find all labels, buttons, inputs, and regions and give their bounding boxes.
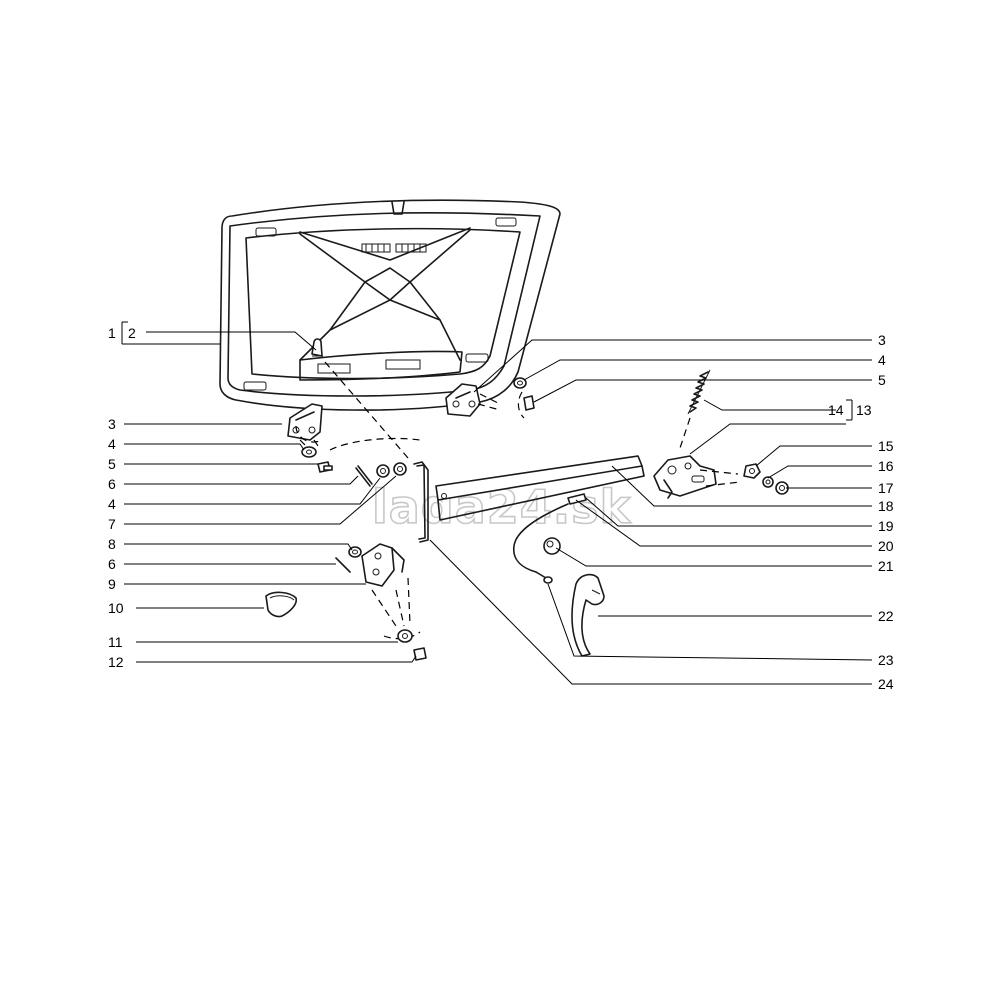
callout-20: 20 [878, 538, 894, 554]
nut-icon [743, 463, 761, 479]
callout-16: 16 [878, 458, 894, 474]
callout-2: 2 [128, 325, 136, 341]
rubber-pad-icon [265, 591, 298, 618]
callout-19: 19 [878, 518, 894, 534]
callout-18: 18 [878, 498, 894, 514]
washer-icon [762, 476, 789, 495]
callout-8: 8 [108, 536, 116, 552]
callout-14: 14 [828, 402, 844, 418]
bolt-icon [413, 647, 427, 661]
callout-7: 7 [108, 516, 116, 532]
washer-icon [397, 629, 413, 643]
washer-icon [513, 377, 527, 389]
hood-panel-icon [219, 199, 561, 411]
hinge-icon [287, 403, 323, 441]
support-rod-icon [413, 461, 429, 543]
callout-13: 13 [856, 402, 872, 418]
callout-4-left-second: 4 [108, 496, 116, 512]
spring-icon [687, 369, 711, 415]
callout-23: 23 [878, 652, 894, 668]
hood-lock-icon [653, 455, 717, 499]
washer-icon [376, 462, 407, 478]
bump-stop-icon [311, 338, 323, 357]
callout-3-left: 3 [108, 416, 116, 432]
callout-4-right: 4 [878, 352, 886, 368]
release-handle-icon [571, 573, 605, 657]
pin-icon [355, 465, 373, 487]
callout-22: 22 [878, 608, 894, 624]
callout-24: 24 [878, 676, 894, 692]
callout-5-left: 5 [108, 456, 116, 472]
callout-15: 15 [878, 438, 894, 454]
callout-11: 11 [108, 634, 123, 650]
rod-bracket-icon [361, 543, 405, 587]
callout-3-right: 3 [878, 332, 886, 348]
callout-12: 12 [108, 654, 124, 670]
release-cable-icon [512, 493, 587, 584]
knob-icon [543, 537, 561, 555]
callout-6-left-second: 6 [108, 556, 116, 572]
callout-1: 1 [108, 325, 116, 341]
callout-17: 17 [878, 480, 894, 496]
callout-6-left: 6 [108, 476, 116, 492]
callout-10: 10 [108, 600, 124, 616]
cross-bar-icon [435, 455, 645, 521]
callout-21: 21 [878, 558, 894, 574]
callout-4-left: 4 [108, 436, 116, 452]
callout-9: 9 [108, 576, 116, 592]
washer-icon [301, 446, 317, 458]
bolt-icon [317, 461, 333, 473]
callout-5-right: 5 [878, 372, 886, 388]
bolt-icon [523, 395, 535, 411]
